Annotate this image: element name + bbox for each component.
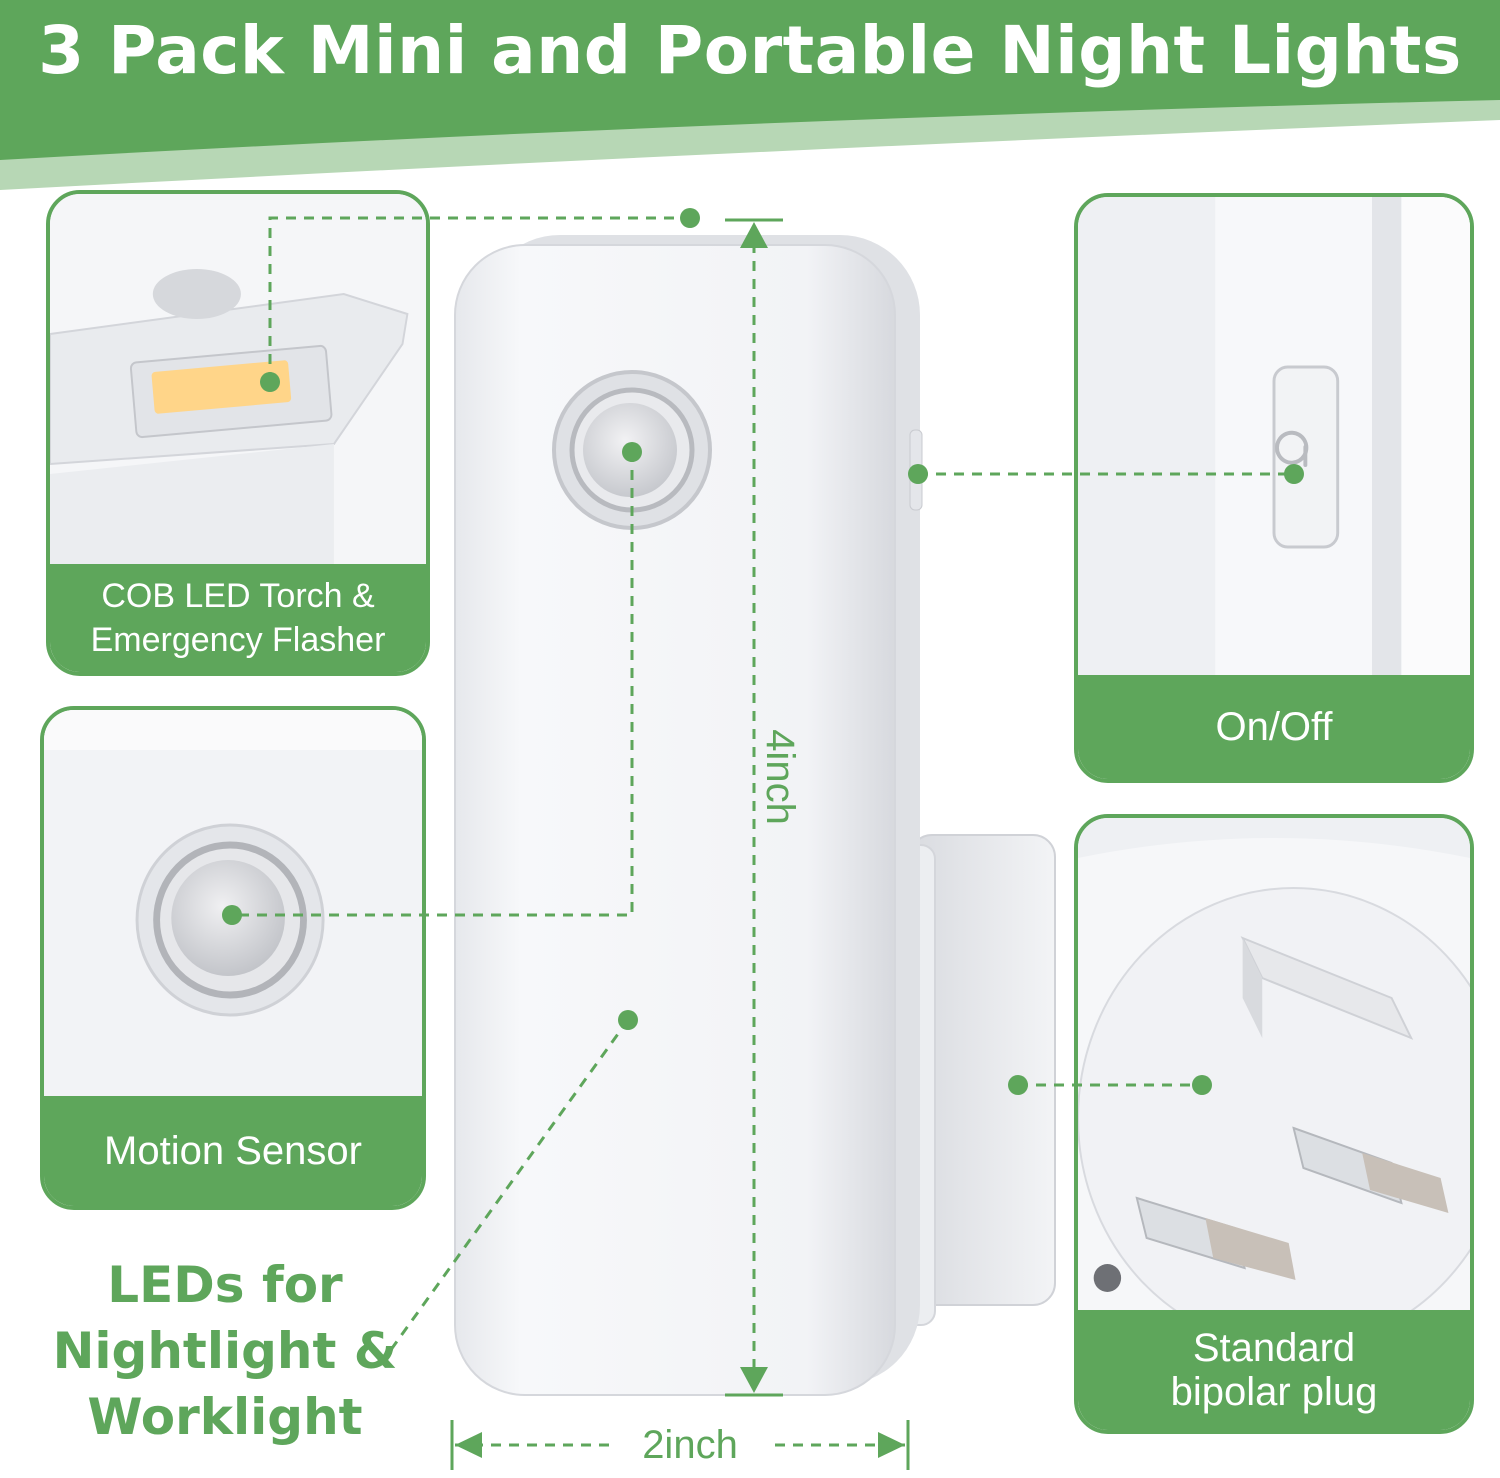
cob-led-photo — [50, 194, 426, 572]
plug-label: Standard bipolar plug — [1078, 1310, 1470, 1430]
callout-cob-led: COB LED Torch & Emergency Flasher — [46, 190, 430, 676]
cob-led-label: COB LED Torch & Emergency Flasher — [50, 564, 426, 672]
width-dimension-label: 2inch — [610, 1420, 770, 1470]
width-arrow-left — [455, 1432, 482, 1458]
callout-motion-sensor: Motion Sensor — [40, 706, 426, 1210]
header-banner — [0, 0, 1500, 190]
motion-sensor-photo — [44, 710, 422, 1104]
power-icon — [1275, 430, 1309, 467]
callout-on-off: On/Off — [1074, 193, 1474, 783]
side-button — [909, 429, 923, 511]
live-pin — [1292, 1126, 1449, 1213]
motion-sensor-label: Motion Sensor — [44, 1096, 422, 1206]
page-title: 3 Pack Mini and Portable Night Lights — [38, 12, 1462, 89]
neutral-pin — [1135, 1196, 1296, 1280]
led-feature-text: LEDs for Nightlight & Worklight — [52, 1256, 398, 1446]
on-off-photo — [1078, 197, 1470, 683]
on-off-label: On/Off — [1078, 675, 1470, 779]
callout-plug: Standard bipolar plug — [1074, 814, 1474, 1434]
height-dimension-label: 4inch — [758, 729, 802, 825]
banner-band — [0, 0, 1500, 160]
earth-pin — [1240, 936, 1414, 1040]
sensor-lens — [583, 403, 677, 497]
cob-led-strip — [151, 360, 292, 414]
plug-photo — [1078, 818, 1470, 1318]
width-arrow-right — [878, 1432, 905, 1458]
